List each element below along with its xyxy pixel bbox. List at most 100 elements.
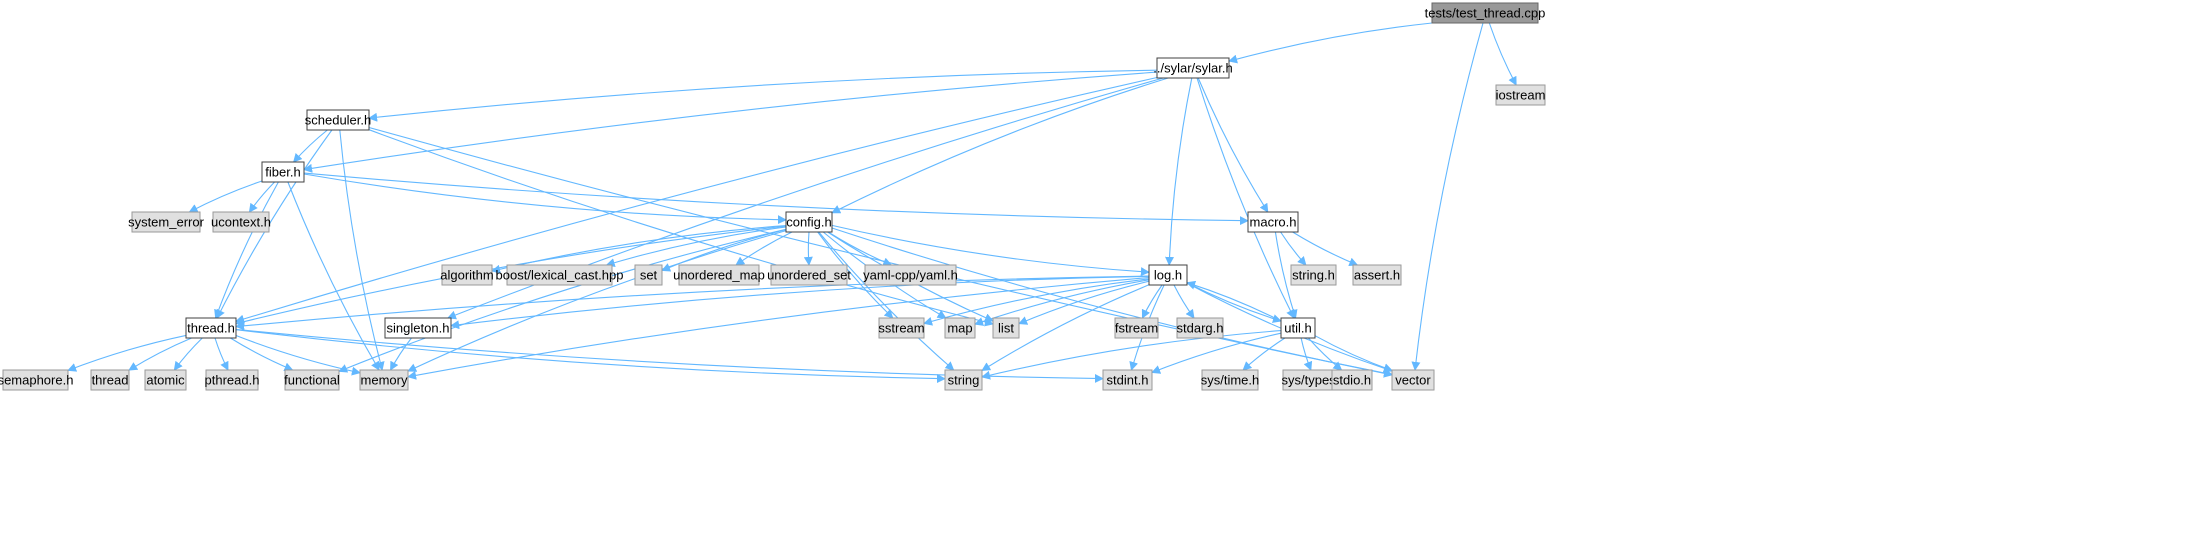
node-label: stdarg.h bbox=[1177, 321, 1224, 336]
node-label: semaphore.h bbox=[0, 373, 73, 388]
node-box bbox=[284, 369, 340, 391]
node-label: util.h bbox=[1284, 321, 1311, 336]
node-label: assert.h bbox=[1354, 268, 1400, 283]
edge-thread_h-to-semaphore_h bbox=[67, 334, 187, 372]
node-vector: vector bbox=[1391, 369, 1435, 391]
node-label: set bbox=[640, 268, 658, 283]
node-box bbox=[306, 109, 370, 131]
node-lexical-cast: boost/lexical_cast.hpp bbox=[496, 264, 623, 286]
node-stdint-h: stdint.h bbox=[1102, 369, 1153, 391]
edge-log_h-to-thread_h bbox=[235, 275, 1150, 331]
edge-util_h-to-log_h bbox=[1186, 280, 1282, 322]
node-box bbox=[944, 369, 983, 391]
node-label: unordered_set bbox=[767, 268, 851, 283]
edge-fiber_h-to-system_error bbox=[188, 180, 263, 213]
node-box bbox=[1290, 264, 1337, 286]
edge-test_thread-to-iostream bbox=[1488, 22, 1517, 86]
node-singleton-h[interactable]: singleton.h bbox=[384, 317, 452, 339]
node-string-h: string.h bbox=[1290, 264, 1337, 286]
node-yaml-h: yaml-cpp/yaml.h bbox=[863, 264, 958, 286]
edge-macro_h-to-string_h bbox=[1280, 231, 1307, 266]
edge-config_h-to-unordered_set bbox=[803, 231, 813, 266]
node-semaphore-h: semaphore.h bbox=[0, 369, 73, 391]
node-box bbox=[1156, 57, 1230, 79]
node-map: map bbox=[944, 317, 976, 339]
node-fstream: fstream bbox=[1114, 317, 1159, 339]
node-scheduler-h[interactable]: scheduler.h bbox=[305, 109, 372, 131]
node-label: ucontext.h bbox=[211, 215, 271, 230]
node-label: fstream bbox=[1115, 321, 1158, 336]
node-label: pthread.h bbox=[205, 373, 260, 388]
node-atomic: atomic bbox=[144, 369, 187, 391]
node-label: string bbox=[948, 373, 980, 388]
node-box bbox=[359, 369, 409, 391]
edge-log_h-to-string bbox=[981, 284, 1150, 371]
node-config-h[interactable]: config.h bbox=[785, 211, 833, 233]
node-box bbox=[1331, 369, 1373, 391]
edge-log_h-to-map bbox=[974, 279, 1150, 326]
node-set: set bbox=[634, 264, 663, 286]
node-box bbox=[144, 369, 187, 391]
node-label: algorithm bbox=[440, 268, 493, 283]
node-label: tests/test_thread.cpp bbox=[1425, 6, 1546, 21]
node-label: singleton.h bbox=[387, 321, 450, 336]
node-label: sys/types.h bbox=[1281, 373, 1346, 388]
edge-log_h-to-stdarg_h bbox=[1173, 284, 1195, 319]
node-sylar-h[interactable]: ../sylar/sylar.h bbox=[1153, 57, 1233, 79]
edge-scheduler_h-to-fiber_h bbox=[292, 129, 328, 163]
node-log-h[interactable]: log.h bbox=[1148, 264, 1188, 286]
node-test-thread[interactable]: tests/test_thread.cpp bbox=[1425, 2, 1546, 24]
edge-scheduler_h-to-thread_h bbox=[216, 129, 333, 319]
node-assert-h: assert.h bbox=[1352, 264, 1402, 286]
node-macro-h[interactable]: macro.h bbox=[1247, 211, 1299, 233]
edge-config_h-to-functional bbox=[338, 228, 787, 373]
node-box bbox=[864, 264, 957, 286]
edge-test_thread-to-sylar_h bbox=[1228, 22, 1433, 64]
node-stdarg-h: stdarg.h bbox=[1176, 317, 1224, 339]
edge-sylar_h-to-scheduler_h bbox=[368, 69, 1158, 122]
node-sys-time-h: sys/time.h bbox=[1201, 369, 1259, 391]
edge-config_h-to-unordered_map bbox=[735, 231, 793, 266]
node-list: list bbox=[992, 317, 1020, 339]
node-box bbox=[770, 264, 848, 286]
node-label: ../sylar/sylar.h bbox=[1153, 61, 1232, 76]
edge-log_h-to-memory bbox=[407, 276, 1150, 380]
node-thread-h[interactable]: thread.h bbox=[185, 317, 237, 339]
node-util-h[interactable]: util.h bbox=[1280, 317, 1316, 339]
edge-test_thread-to-vector bbox=[1411, 22, 1484, 371]
edge-thread_h-to-memory bbox=[235, 334, 361, 376]
node-sstream: sstream bbox=[878, 317, 925, 339]
node-box bbox=[1247, 211, 1299, 233]
edge-log_h-to-sstream bbox=[923, 278, 1150, 326]
edge-util_h-to-stdint_h bbox=[1151, 332, 1282, 374]
edge-thread_h-to-thread bbox=[128, 337, 192, 371]
node-label: functional bbox=[284, 373, 340, 388]
node-sys-types-h: sys/types.h bbox=[1281, 369, 1347, 391]
node-label: string.h bbox=[1292, 268, 1335, 283]
edge-sylar_h-to-config_h bbox=[831, 77, 1169, 214]
node-label: thread bbox=[92, 373, 129, 388]
edge-log_h-to-list bbox=[1018, 280, 1150, 325]
edge-config_h-to-sstream bbox=[817, 231, 894, 319]
edge-fiber_h-to-macro_h bbox=[303, 172, 1249, 226]
node-box bbox=[1114, 317, 1159, 339]
node-label: thread.h bbox=[187, 321, 235, 336]
node-thread: thread bbox=[90, 369, 130, 391]
node-label: stdio.h bbox=[1333, 373, 1371, 388]
edge-sylar_h-to-thread_h bbox=[235, 76, 1158, 324]
node-box bbox=[205, 369, 259, 391]
edge-macro_h-to-util_h bbox=[1274, 231, 1298, 319]
node-box bbox=[1201, 369, 1259, 391]
node-unordered-map: unordered_map bbox=[673, 264, 765, 286]
node-label: map bbox=[947, 321, 972, 336]
edge-thread_h-to-functional bbox=[230, 337, 294, 372]
node-box bbox=[185, 317, 237, 339]
node-algorithm: algorithm bbox=[440, 264, 494, 286]
node-label: iostream bbox=[1496, 88, 1546, 103]
edge-sylar_h-to-log_h bbox=[1165, 77, 1193, 266]
node-box bbox=[131, 211, 201, 233]
edge-util_h-to-sys_time_h bbox=[1242, 337, 1286, 371]
node-box bbox=[1495, 84, 1546, 106]
node-fiber-h[interactable]: fiber.h bbox=[261, 161, 305, 183]
edge-config_h-to-log_h bbox=[831, 224, 1150, 277]
